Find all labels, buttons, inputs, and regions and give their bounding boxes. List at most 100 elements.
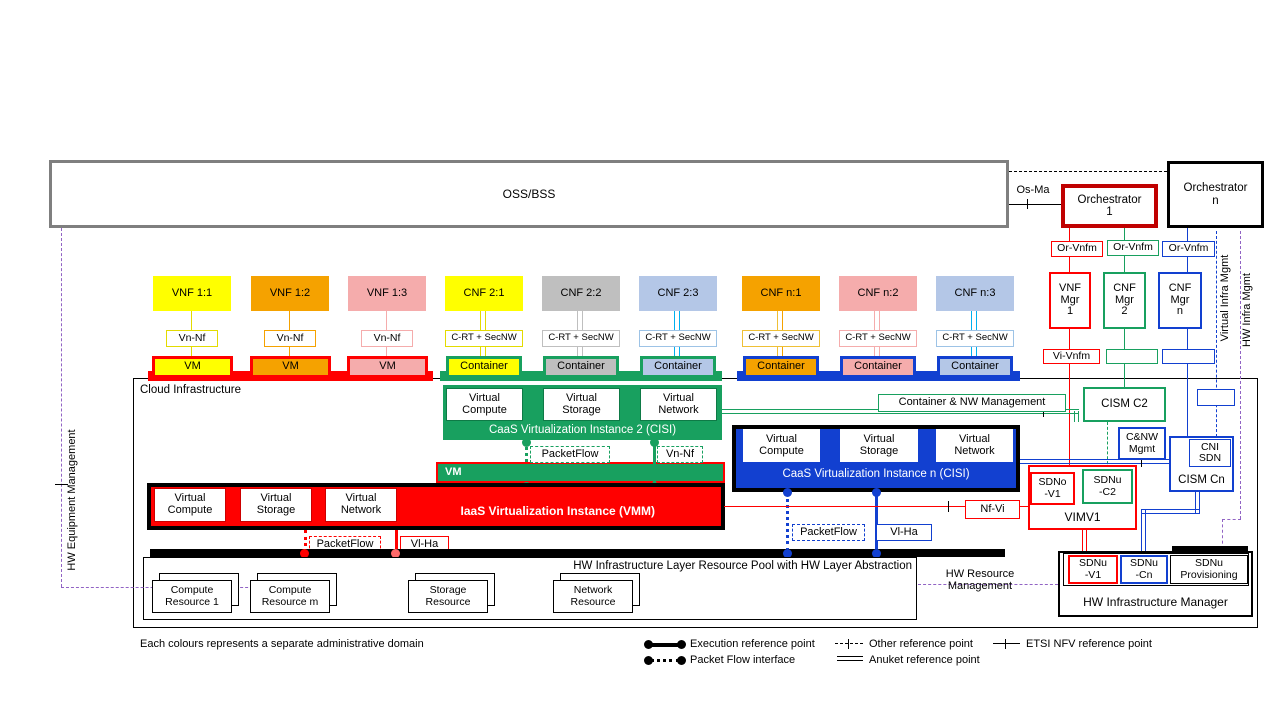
virtual-infra-small-blue-box bbox=[1197, 389, 1235, 406]
storage-resource: Storage Resource bbox=[408, 580, 488, 613]
caas2-vnnf-solid-line bbox=[653, 440, 656, 488]
network-resource: Network Resource bbox=[553, 580, 633, 613]
or-vnfm-label-3: Or-Vnfm bbox=[1162, 241, 1215, 257]
dot bbox=[522, 438, 531, 447]
vi-vnfm-label: Vi-Vnfm bbox=[1043, 349, 1100, 364]
orchestrator-n-box: Orchestrator n bbox=[1167, 161, 1264, 228]
cnw-mgmt-box: C&NW Mgmt bbox=[1118, 427, 1166, 460]
nf-box-cnf21: CNF 2:1 bbox=[445, 276, 523, 311]
caasn-vlha-solid-line bbox=[875, 492, 878, 552]
os-ma-label: Os-Ma bbox=[1016, 183, 1050, 196]
cism-c2-box: CISM C2 bbox=[1083, 387, 1166, 422]
iface-vnnf-1: Vn-Nf bbox=[166, 330, 218, 347]
caas2-unit-network: Virtual Network bbox=[640, 388, 717, 421]
hw-infra-mgmt-dashed-elbow bbox=[1222, 519, 1241, 520]
hw-equipment-dashed-vline bbox=[61, 228, 62, 587]
dot bbox=[300, 549, 309, 558]
vm-box-1: VM bbox=[152, 356, 233, 378]
vi-vnfm-blue-box bbox=[1162, 349, 1215, 364]
hw-infra-mgmt-dashed-line bbox=[1240, 231, 1241, 519]
cni-sdn-box: CNI SDN bbox=[1189, 439, 1231, 467]
iface-crt-5: C-RT + SecNW bbox=[839, 330, 917, 347]
cloud-infrastructure-label: Cloud Infrastructure bbox=[140, 383, 241, 396]
vm-bar bbox=[436, 462, 725, 483]
container-box-6: Container bbox=[937, 356, 1013, 378]
container-box-4: Container bbox=[743, 356, 819, 378]
caasn-cism-tick bbox=[1141, 456, 1142, 467]
caasn-unit-compute: Virtual Compute bbox=[743, 429, 820, 462]
sdnu-provisioning-box: SDNu Provisioning bbox=[1170, 555, 1248, 584]
vm-bar-label: VM bbox=[445, 465, 462, 478]
footnote: Each colours represents a separate admin… bbox=[140, 638, 424, 651]
hw-equipment-mgmt-label: HW Equipment Management bbox=[66, 429, 78, 571]
caasn-vlha-label: Vl-Ha bbox=[876, 524, 932, 541]
legend-packet-label: Packet Flow interface bbox=[690, 653, 796, 666]
caas2-unit-compute: Virtual Compute bbox=[446, 388, 523, 421]
container-box-1: Container bbox=[446, 356, 522, 378]
iaas-vlha-solid-line bbox=[395, 530, 398, 553]
sdnu-cn-box: SDNu -Cn bbox=[1120, 555, 1168, 584]
oss-bss-box: OSS/BSS bbox=[49, 160, 1009, 228]
hw-infra-manager-label: HW Infrastructure Manager bbox=[1083, 594, 1228, 609]
virtual-infra-mgmt-dashed-line bbox=[1216, 231, 1217, 437]
hw-resource-dashed-line bbox=[918, 584, 1058, 585]
caasn-packetflow-label: PacketFlow bbox=[792, 524, 865, 541]
vm-box-2: VM bbox=[250, 356, 331, 378]
nf-box-cnfn2: CNF n:2 bbox=[839, 276, 917, 311]
caas2-cism-anuket-stub bbox=[1074, 411, 1079, 422]
caas2-packetflow-label: PacketFlow bbox=[530, 446, 610, 463]
os-ma-line bbox=[1009, 204, 1061, 205]
legend-other-label: Other reference point bbox=[869, 637, 973, 650]
iaas-unit-storage: Virtual Storage bbox=[240, 488, 312, 522]
caas2-title: CaaS Virtualization Instance 2 (CISI) bbox=[488, 424, 677, 437]
dot bbox=[872, 549, 881, 558]
sdnu-c2-box: SDNu -C2 bbox=[1082, 469, 1133, 504]
iface-vnnf-2: Vn-Nf bbox=[264, 330, 316, 347]
legend-anuket-label: Anuket reference point bbox=[869, 653, 980, 666]
or-vnfm-label-1: Or-Vnfm bbox=[1051, 241, 1103, 257]
sdno-v1-box: SDNo -V1 bbox=[1030, 472, 1075, 505]
oss-orchestratorn-dashed-line bbox=[1009, 171, 1167, 172]
legend-execution-label: Execution reference point bbox=[690, 637, 815, 650]
compute-resource-1: Compute Resource 1 bbox=[152, 580, 232, 613]
vim-sdnu-double-line bbox=[1082, 530, 1087, 556]
nf-box-vnf13: VNF 1:3 bbox=[348, 276, 426, 311]
nf-vi-label: Nf-Vi bbox=[965, 500, 1020, 519]
container-box-3: Container bbox=[640, 356, 716, 378]
hw-resource-mgmt-label: HW Resource Management bbox=[945, 568, 1015, 592]
cism-c2-sdnu-dashed bbox=[1107, 422, 1108, 469]
anuket-reference-icon bbox=[837, 656, 863, 661]
nf-box-vnf12: VNF 1:2 bbox=[251, 276, 329, 311]
os-ma-tick bbox=[1027, 199, 1028, 209]
caasn-unit-network: Virtual Network bbox=[936, 429, 1013, 462]
vnf-mgr-1-box: VNF Mgr 1 bbox=[1049, 272, 1091, 329]
etsi-reference-icon bbox=[993, 639, 1020, 649]
nf-box-cnfn1: CNF n:1 bbox=[742, 276, 820, 311]
nf-box-cnf23: CNF 2:3 bbox=[639, 276, 717, 311]
vi-vnfm-green-box bbox=[1106, 349, 1158, 364]
container-box-5: Container bbox=[840, 356, 916, 378]
orchestrator-1-box: Orchestrator 1 bbox=[1061, 184, 1158, 228]
vm-box-3: VM bbox=[347, 356, 428, 378]
cnfm-blue-line bbox=[1187, 228, 1188, 436]
pool-title: HW Infrastructure Layer Resource Pool wi… bbox=[573, 560, 912, 573]
hw-infra-mgmt-dashed-drop bbox=[1222, 519, 1223, 549]
container-nw-mgmt-label: Container & NW Management bbox=[878, 394, 1066, 412]
cism-sdnu-double-line-2 bbox=[1141, 509, 1200, 514]
caasn-unit-storage: Virtual Storage bbox=[840, 429, 918, 462]
iaas-title: IaaS Virtualization Instance (VMM) bbox=[460, 503, 655, 518]
dot bbox=[783, 488, 792, 497]
dot bbox=[650, 438, 659, 447]
other-reference-icon bbox=[835, 639, 863, 649]
packet-flow-line-icon bbox=[644, 656, 686, 665]
nf-box-cnfn3: CNF n:3 bbox=[936, 276, 1014, 311]
hw-infra-mgmt-label: HW Infra Mgmt bbox=[1241, 273, 1253, 347]
nf-box-cnf22: CNF 2:2 bbox=[542, 276, 620, 311]
dot bbox=[391, 549, 400, 558]
execution-bar bbox=[150, 549, 1005, 557]
caasn-packetflow-dotted-line bbox=[786, 492, 789, 552]
dot bbox=[872, 488, 881, 497]
sdnu-v1-box: SDNu -V1 bbox=[1068, 555, 1118, 584]
execution-line-icon bbox=[644, 640, 686, 649]
cism-sdnu-double-line-1 bbox=[1195, 492, 1200, 514]
